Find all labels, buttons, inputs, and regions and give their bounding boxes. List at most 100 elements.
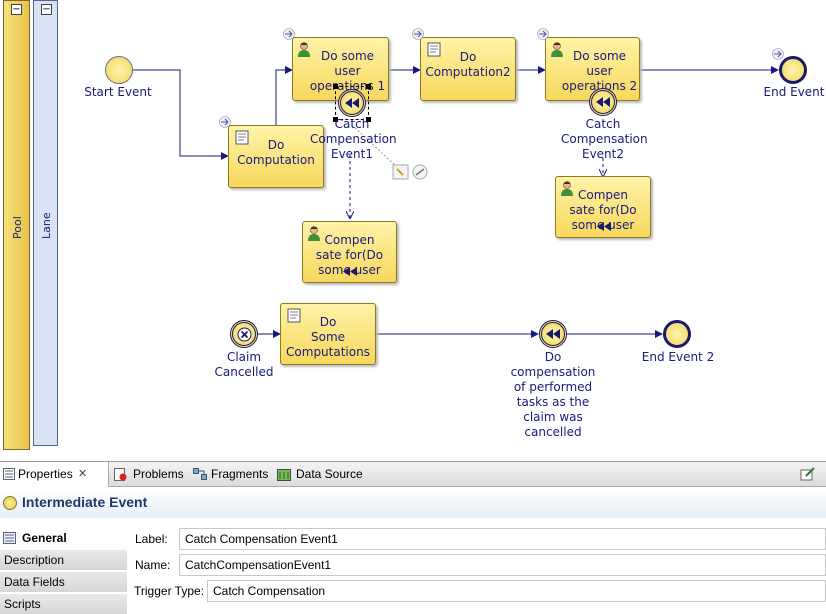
claim-label: Claim Cancelled (204, 350, 284, 380)
tab-data-source-explorer[interactable]: Data Source Explorer (274, 462, 410, 506)
end-event-2[interactable] (663, 320, 691, 348)
docomp-line4: tasks as the (516, 395, 590, 409)
properties-title: Intermediate Event (22, 494, 148, 510)
compensation-icon (345, 98, 359, 108)
connection-handle-icon[interactable] (536, 28, 550, 40)
comps-line1: Do (319, 315, 337, 329)
user-task-icon (298, 42, 310, 57)
claim-cancelled-event[interactable] (230, 320, 258, 348)
selection-box (335, 86, 369, 120)
claim-line1: Claim (226, 350, 262, 364)
nav-data-fields[interactable]: Data Fields (0, 572, 127, 592)
start-event-label: Start Event (84, 85, 152, 99)
catch2-label: Catch Compensation Event2 (561, 117, 648, 162)
comp2-line2: sate for(Do (569, 203, 637, 217)
connection-handle-icon[interactable] (411, 28, 425, 40)
tab-fragments[interactable]: Fragments (190, 462, 272, 487)
label-field[interactable]: Catch Compensation Event1 (179, 528, 826, 550)
pin-view-icon[interactable] (800, 467, 816, 482)
task-comp-line1: Do (267, 138, 285, 152)
task-user2-line2: user (586, 64, 613, 78)
do-compensation-label: Do compensation of performed tasks as th… (506, 350, 600, 440)
user-task-icon (551, 42, 563, 57)
properties-icon (3, 468, 15, 480)
nav-general[interactable]: General (0, 528, 127, 548)
context-tools[interactable] (392, 163, 430, 181)
properties-tab-bar: Properties ✕ Problems Fragments Data Sou… (0, 461, 826, 506)
tab-properties[interactable]: Properties ✕ (0, 462, 109, 487)
selection-handle[interactable] (333, 84, 338, 89)
tab-problems[interactable]: Problems (111, 462, 189, 487)
catch1-label: Catch Compensation Event1 (310, 117, 397, 162)
task-comp2-line1: Do (459, 50, 477, 64)
end-event[interactable] (779, 56, 807, 84)
catch-compensation-event-1[interactable] (338, 89, 366, 117)
nav-scripts[interactable]: Scripts (0, 594, 127, 614)
task-user1-line1: Do some (320, 49, 375, 63)
tab-problems-label: Problems (133, 467, 184, 481)
general-icon (3, 532, 16, 544)
claim-line2: Cancelled (214, 365, 274, 379)
task-comp-line2: Computation (237, 153, 315, 167)
pool[interactable]: − Pool (3, 0, 30, 450)
connection-handle-icon[interactable] (771, 48, 785, 60)
task-comp2-line2: Computation2 (425, 65, 511, 79)
docomp-line5: claim was (523, 410, 583, 424)
task-compensate-1[interactable]: Compen sate for(Do some user (302, 221, 397, 283)
name-field[interactable]: CatchCompensationEvent1 (179, 554, 826, 576)
comp2-line1: Compen (577, 188, 628, 202)
properties-section-nav: General Description Data Fields Scripts (0, 528, 128, 614)
nav-description[interactable]: Description (0, 550, 127, 570)
catch-compensation-event-2[interactable] (589, 88, 617, 116)
fragments-icon (193, 468, 207, 480)
pool-collapse-button[interactable]: − (11, 4, 22, 15)
sequence-flows (133, 66, 779, 338)
tab-fragments-label: Fragments (211, 467, 269, 481)
nav-general-label: General (22, 531, 67, 545)
trigger-type-field[interactable]: Catch Compensation (207, 580, 826, 602)
comps-line2: Some (310, 330, 346, 344)
intermediate-event-icon (3, 496, 17, 510)
docomp-line6: cancelled (524, 425, 582, 439)
close-icon[interactable]: ✕ (78, 468, 88, 480)
connection-handle-icon[interactable] (218, 116, 232, 128)
tab-properties-label: Properties (18, 467, 73, 481)
catch2-line2: Compensation (561, 132, 648, 146)
user-task-icon (308, 226, 320, 241)
task-user-operations-2[interactable]: Do some user operations 2 on (545, 37, 640, 108)
trigger-type-caption: Trigger Type: (134, 584, 205, 598)
selection-handle[interactable] (366, 117, 371, 122)
start-event[interactable] (105, 56, 133, 84)
lane[interactable]: − Lane (33, 0, 58, 446)
end-event-label: End Event (763, 85, 825, 99)
comps-line3: Computations (286, 345, 370, 359)
compensation-icon (596, 97, 610, 107)
data-source-icon (277, 469, 291, 481)
end-event-2-label: End Event 2 (641, 350, 715, 364)
script-task-icon (235, 130, 249, 145)
catch1-line2: Compensation (310, 132, 397, 146)
docomp-line1: Do (544, 350, 562, 364)
lane-collapse-button[interactable]: − (41, 4, 52, 15)
selection-handle[interactable] (366, 84, 371, 89)
script-task-icon (427, 42, 441, 57)
task-do-some-computations[interactable]: Do Some Computations (280, 303, 376, 365)
throw-compensation-event[interactable] (539, 320, 567, 348)
catch1-line1: Catch (334, 117, 370, 131)
name-caption: Name: (135, 558, 171, 572)
task-compensate-2[interactable]: Compen sate for(Do some user (555, 176, 651, 238)
task-do-computation[interactable]: Do Computation (228, 125, 324, 188)
properties-header: Intermediate Event (0, 488, 826, 518)
compensation-icon (546, 329, 560, 339)
catch2-line3: Event2 (581, 147, 624, 161)
connection-handle-icon[interactable] (282, 28, 296, 40)
catch2-line1: Catch (585, 117, 621, 131)
comp1-line2: sate for(Do (315, 248, 384, 262)
problems-icon (114, 468, 127, 481)
comp1-line1: Compen (324, 233, 375, 247)
selection-handle[interactable] (333, 117, 338, 122)
task-user2-line1: Do some (572, 49, 627, 63)
compensation-marker-icon (343, 267, 357, 276)
script-task-icon (287, 308, 301, 323)
task-do-computation2[interactable]: Do Computation2 (420, 37, 516, 101)
